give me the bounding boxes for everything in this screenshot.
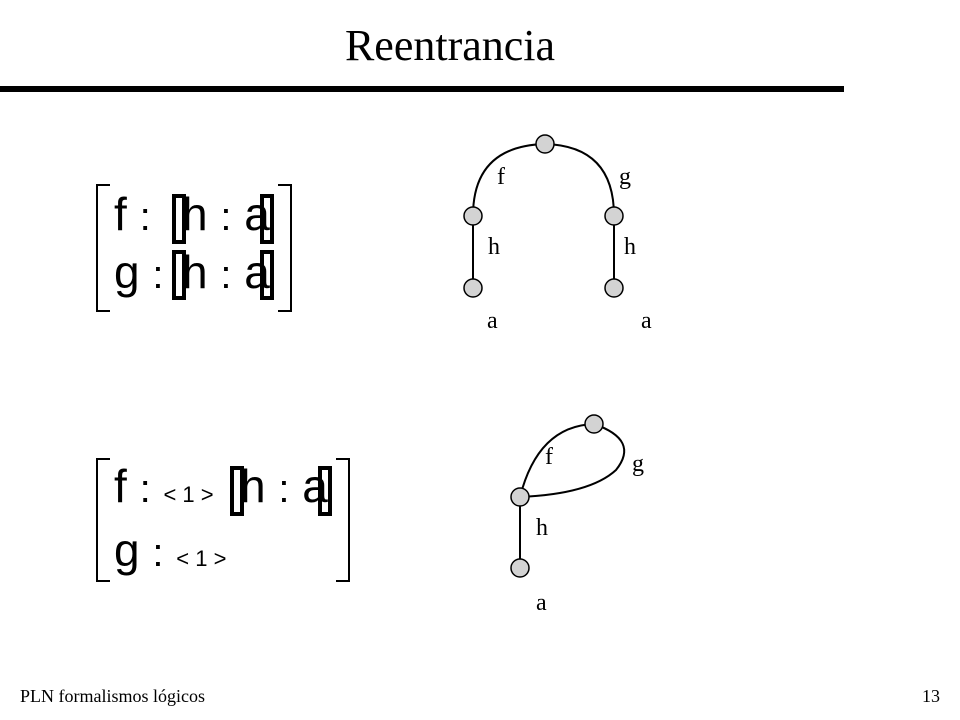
inner-colon: : <box>220 195 232 239</box>
inner-bracket-right <box>260 250 274 300</box>
node-f <box>463 206 483 226</box>
feature-matrix-1: f : h : a g : h : a <box>96 184 292 312</box>
page-number: 13 <box>922 686 940 706</box>
feature-matrix-2: f : < 1 > h : a g : < 1 > <box>96 458 350 582</box>
edge-f <box>519 423 595 498</box>
reentrancy-tag: < 1 > <box>176 546 227 571</box>
inner-avm-2: h : a <box>182 244 270 303</box>
edge-label-h-left: h <box>488 234 500 260</box>
inner-colon: : <box>220 253 232 297</box>
matrix-1-left-bracket <box>96 184 110 312</box>
inner-bracket-left <box>230 466 244 516</box>
edge-label-f: f <box>497 164 505 190</box>
inner-bracket-left <box>172 250 186 300</box>
matrix-2-right-bracket <box>336 458 350 582</box>
edge-g <box>519 423 626 498</box>
matrix-2-left-bracket <box>96 458 110 582</box>
inner-feature-h: h <box>240 460 266 512</box>
inner-feature-h: h <box>182 246 208 298</box>
edge-label-g: g <box>632 451 644 477</box>
matrix-2-row-g: g : < 1 > <box>114 522 226 587</box>
edge-label-h-right: h <box>624 234 636 260</box>
inner-feature-h: h <box>182 188 208 240</box>
footer-course: PLN formalismos lógicos <box>20 686 205 706</box>
inner-bracket-right <box>318 466 332 516</box>
edge-label-h: h <box>536 515 548 541</box>
colon: : <box>139 467 151 511</box>
edge-g <box>544 143 615 217</box>
reentrancy-tag: < 1 > <box>163 482 214 507</box>
leaf-label-left: a <box>487 308 498 334</box>
inner-bracket-right <box>260 194 274 244</box>
edge-f <box>472 143 546 217</box>
feature-g: g <box>114 246 140 298</box>
root-node <box>535 134 555 154</box>
matrix-2-row-f: f : < 1 > <box>114 458 214 523</box>
inner-colon: : <box>278 467 290 511</box>
slide-title: Reentrancia <box>344 21 556 70</box>
leaf-node-left <box>463 278 483 298</box>
leaf-node-right <box>604 278 624 298</box>
graph-2: f g h a <box>510 414 644 616</box>
feature-f: f <box>114 188 127 240</box>
inner-bracket-left <box>172 194 186 244</box>
inner-avm-1: h : a <box>182 186 270 245</box>
colon: : <box>139 195 151 239</box>
feature-f: f <box>114 460 127 512</box>
leaf-label-right: a <box>641 308 652 334</box>
leaf-node <box>510 558 530 578</box>
inner-avm: h : a <box>240 458 328 517</box>
shared-node <box>510 487 530 507</box>
graph-1: f g h h a a <box>463 134 652 334</box>
leaf-label: a <box>536 590 547 616</box>
colon: : <box>152 531 164 575</box>
feature-g: g <box>114 524 140 576</box>
matrix-1-row-f: f : <box>114 186 151 245</box>
matrix-1-right-bracket <box>278 184 292 312</box>
root-node <box>584 414 604 434</box>
colon: : <box>152 253 164 297</box>
edge-label-g: g <box>619 164 631 190</box>
node-g <box>604 206 624 226</box>
inner-value-a: a <box>244 246 270 298</box>
matrix-1-row-g: g : <box>114 244 164 303</box>
title-rule <box>0 86 844 92</box>
edge-label-f: f <box>545 444 553 470</box>
